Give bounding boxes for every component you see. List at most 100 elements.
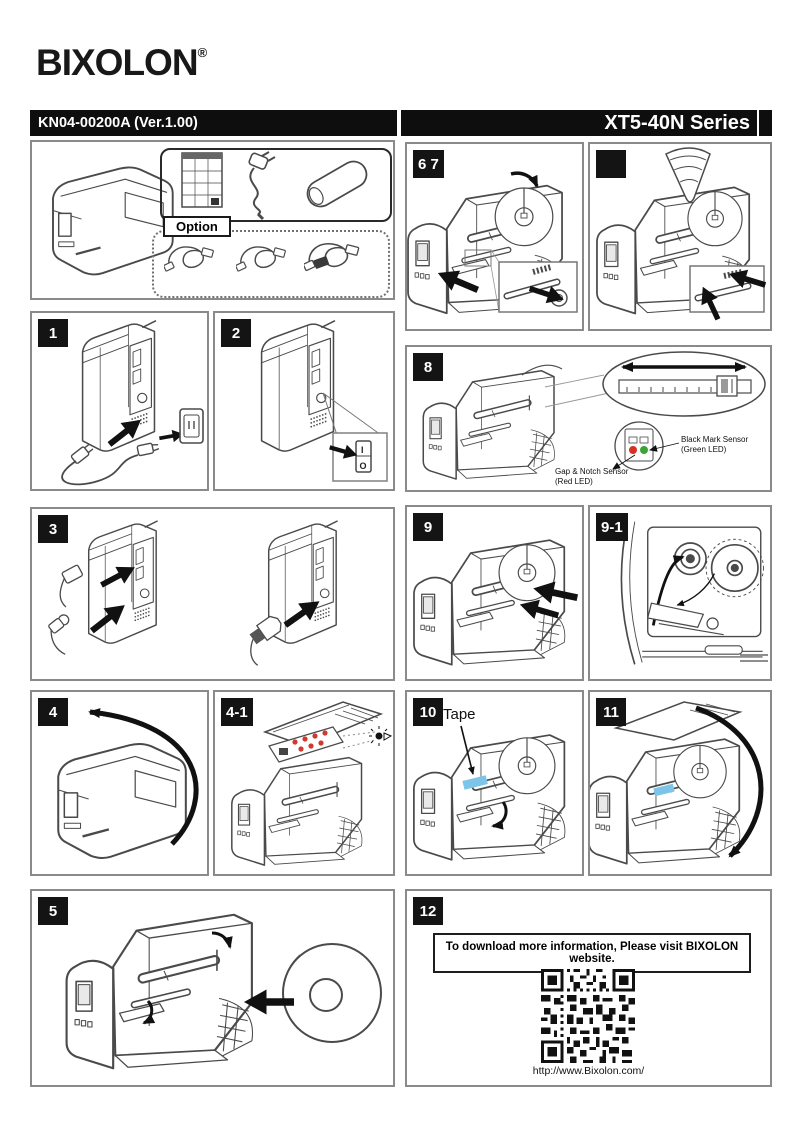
panel-step-11: 11 <box>588 690 772 876</box>
option-items-box <box>152 230 390 298</box>
step-badge-8: 8 <box>413 353 443 381</box>
lever-rotate-arrow <box>142 999 156 1025</box>
inset-leader-lines <box>544 374 610 408</box>
wall-outlet <box>179 408 204 444</box>
step-badge-1: 1 <box>38 319 68 347</box>
step-badge-10: 10 <box>413 698 443 726</box>
power-cord <box>61 454 139 486</box>
panel-step-4-1: 4-1 <box>213 690 395 876</box>
black-mark-sensor-label: Black Mark Sensor (Green LED) <box>681 435 748 456</box>
detail-source-box <box>464 249 492 267</box>
panel-step-4: 4 <box>30 690 209 876</box>
series-bar: XT5-40N Series <box>401 110 772 136</box>
panel-step-9-1: 9-1 <box>588 505 772 681</box>
step-badge-7 <box>596 150 626 178</box>
wind-arrow <box>491 801 508 830</box>
panel-step-3: 3 <box>30 507 395 681</box>
step-7-illustration <box>590 147 769 324</box>
registered-mark: ® <box>197 45 208 60</box>
logo-text: BIXOLON <box>36 42 199 83</box>
open-cover-arrow <box>88 708 199 846</box>
usb-connector <box>59 564 83 608</box>
step-4-1-illustration <box>215 701 393 874</box>
step-1-illustration <box>61 319 204 486</box>
panel-step-12: 12 To download more information, Please … <box>405 889 772 1087</box>
green-led <box>640 446 648 454</box>
led-blink-icon <box>369 726 393 746</box>
media-roll <box>687 191 743 247</box>
control-panel <box>268 726 344 763</box>
wall-plug <box>136 442 160 457</box>
black-mark-sensor-line1: Black Mark Sensor <box>681 435 749 444</box>
base-rail <box>740 654 768 662</box>
hand-cone <box>665 147 711 203</box>
step-badge-9: 9 <box>413 513 443 541</box>
rotate-arrow <box>510 171 539 188</box>
guide-rotate-arrow <box>211 931 233 949</box>
package-contents-illustration <box>51 151 368 276</box>
close-cover-arrow <box>695 705 764 858</box>
serial-connector <box>313 256 330 269</box>
printer-illustration <box>232 758 362 865</box>
panel-package-contents: Option <box>30 140 395 300</box>
black-mark-sensor-line2: (Green LED) <box>681 445 727 455</box>
panel-step-2: 2 I O <box>213 311 395 491</box>
panel-step-7 <box>588 142 772 331</box>
panel-step-5: 5 <box>30 889 395 1087</box>
tape-strip <box>462 775 488 790</box>
gap-label-pointer <box>612 454 636 470</box>
sensor-rail-inset <box>602 351 766 417</box>
switch-off-mark: O <box>360 461 367 471</box>
media-path <box>521 364 563 376</box>
media-roll <box>498 737 556 795</box>
series-title: XT5-40N Series <box>604 111 750 134</box>
panel-step-6-7: 6 7 <box>405 142 584 331</box>
step-8-illustration <box>407 351 766 490</box>
doc-code-bar: KN04-00200A (Ver.1.00) <box>30 110 397 136</box>
media-roll-large <box>282 943 382 1043</box>
media-roll <box>494 187 554 247</box>
guide-sheet-icon <box>181 152 223 208</box>
bixolon-logo: BIXOLON® <box>36 42 207 84</box>
step-badge-11: 11 <box>596 698 626 726</box>
paper-core-icon <box>306 160 368 208</box>
included-items-box <box>160 148 392 222</box>
panel-step-10: 10 Tape <box>405 690 584 876</box>
step-4-illustration <box>57 708 199 860</box>
step-5-illustration <box>32 891 382 1085</box>
step-badge-4-1: 4-1 <box>221 698 253 726</box>
panel-step-9: 9 <box>405 505 584 681</box>
printer-rear-illustration <box>81 319 157 452</box>
blackmark-label-pointer <box>649 442 680 452</box>
power-plug <box>70 443 94 464</box>
inset-leader-lines <box>322 392 382 436</box>
tape-label: Tape <box>443 706 476 723</box>
step-badge-3: 3 <box>38 515 68 543</box>
sensor-led-inset <box>614 421 664 471</box>
detail-leader-lines <box>490 249 500 313</box>
website-url: http://www.Bixolon.com/ <box>532 1065 645 1077</box>
gap-notch-sensor-line1: Gap & Notch Sensor <box>555 467 629 476</box>
step-10-illustration <box>407 725 582 874</box>
step-6-7-illustration <box>407 171 578 329</box>
doc-code: KN04-00200A (Ver.1.00) <box>38 115 198 131</box>
gap-notch-sensor-label: Gap & Notch Sensor (Red LED) <box>555 467 628 488</box>
step-badge-2: 2 <box>221 319 251 347</box>
lan-connector <box>48 614 70 655</box>
step-badge-12: 12 <box>413 897 443 925</box>
step-9-1-illustration <box>590 507 768 679</box>
gap-notch-sensor-line2: (Red LED) <box>555 477 593 487</box>
step-11-illustration <box>590 701 764 874</box>
step-badge-6-7: 6 7 <box>413 150 444 178</box>
switch-on-mark: I <box>361 445 364 455</box>
blink-leader-lines <box>342 731 376 749</box>
step-3-illustration <box>48 520 339 666</box>
power-cord-icon <box>248 151 276 221</box>
ribbon-path-illustration <box>621 522 763 665</box>
download-info-box: To download more information, Please vis… <box>433 933 751 973</box>
panel-step-8: 8 Black Mark Sensor (Green LED) Gap & No… <box>405 345 772 492</box>
printer-illustration <box>423 371 554 479</box>
media-roll <box>673 744 727 799</box>
step-badge-5: 5 <box>38 897 68 925</box>
